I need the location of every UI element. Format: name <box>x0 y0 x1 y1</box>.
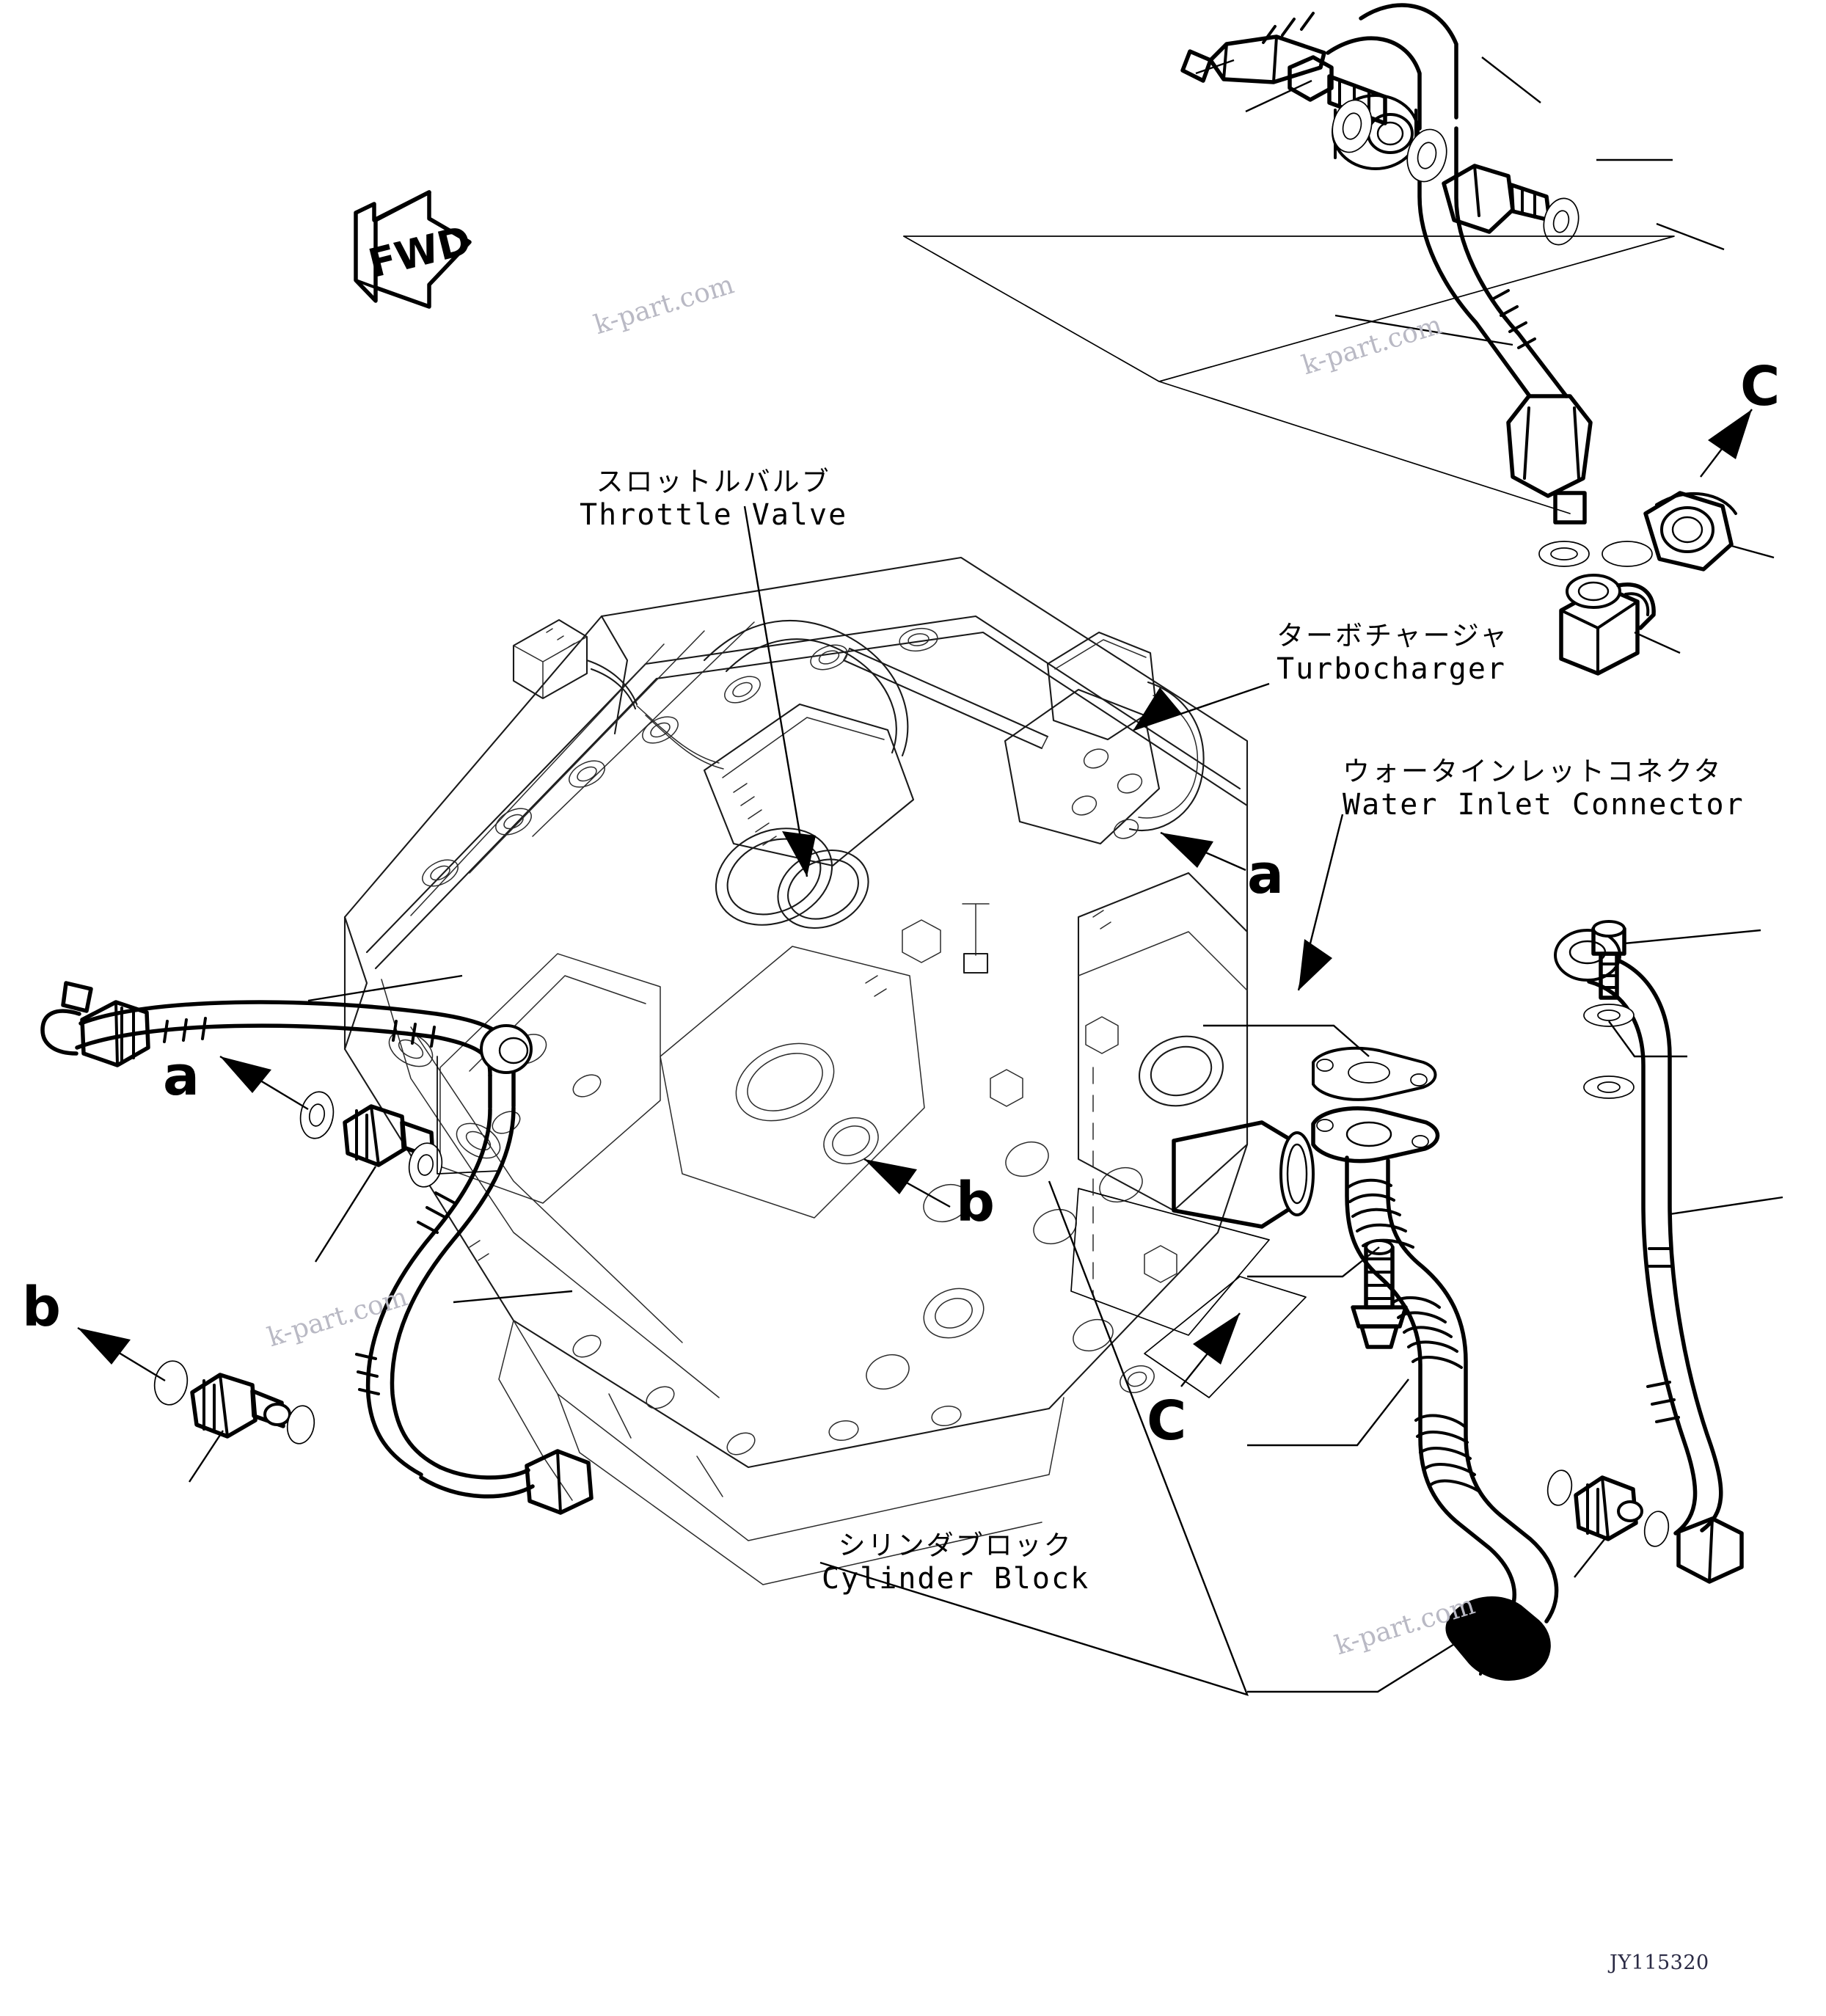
label-turbocharger-jp: ターボチャージャ <box>1277 620 1510 651</box>
callout-c-topright: C <box>1740 355 1781 418</box>
callout-a-center: a <box>1247 843 1284 906</box>
callout-c-midright: C <box>1147 1389 1187 1453</box>
drawing-part-number: JY115320 <box>1610 1951 1709 1974</box>
water-return-hose-assembly-left <box>40 981 594 1515</box>
label-cylinder-block-en: Cylinder Block <box>822 1561 1090 1596</box>
label-throttle-valve-en: Throttle Valve <box>580 497 848 532</box>
callout-arrows <box>77 409 1753 1387</box>
fwd-arrow-icon <box>354 190 472 309</box>
label-water-inlet-connector-jp: ウォータインレットコネクタ <box>1343 756 1723 787</box>
callout-b-left: b <box>22 1276 61 1339</box>
label-turbocharger: ターボチャージャ Turbocharger <box>1277 620 1509 687</box>
turbo-oil-drain-pipe <box>1311 1046 1559 1681</box>
label-turbocharger-en: Turbocharger <box>1277 651 1506 686</box>
label-water-inlet-connector: ウォータインレットコネクタ Water Inlet Connector <box>1343 756 1745 822</box>
label-cylinder-block: シリンダブロック Cylinder Block <box>822 1530 1089 1596</box>
callout-b-center: b <box>956 1171 995 1234</box>
callout-a-left: a <box>163 1045 200 1108</box>
oil-supply-hose-assembly <box>1180 3 1737 676</box>
label-throttle-valve-jp: スロットルバルブ <box>596 466 831 497</box>
water-supply-hose-assembly-right <box>1546 920 1744 1584</box>
leader-lines <box>188 56 1783 1696</box>
label-throttle-valve: スロットルバルブ Throttle Valve <box>580 466 847 533</box>
label-water-inlet-connector-en: Water Inlet Connector <box>1343 787 1745 822</box>
label-cylinder-block-jp: シリンダブロック <box>838 1530 1073 1561</box>
engine-cylinder-block-artwork <box>343 556 1315 1585</box>
